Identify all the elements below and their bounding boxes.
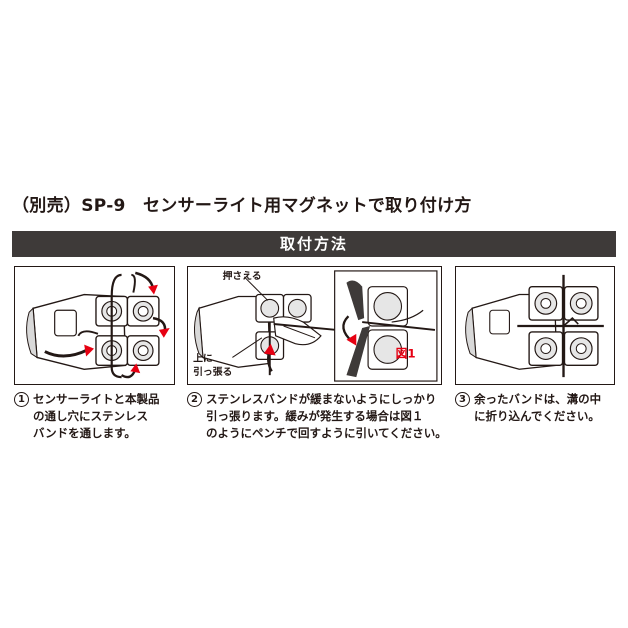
- step-number-badge: 1: [14, 392, 29, 407]
- step3-diagram: [465, 274, 604, 378]
- press-label: 押さえる: [223, 269, 262, 282]
- step-text-line: 余ったバンドは、溝の中: [474, 392, 602, 406]
- step-text-line: に折り込んでください。: [474, 409, 600, 423]
- pull-label-line2: 引っ張る: [193, 365, 232, 378]
- page-title: （別売）SP-9 センサーライト用マグネットで取り付け方: [12, 196, 472, 216]
- step-number-badge: 3: [455, 392, 470, 407]
- pull-label-line1: 上に: [193, 351, 213, 364]
- step-text-line: 引っ張ります。緩みが発生する場合は図１: [206, 409, 424, 423]
- step-text-line: ステンレスバンドが緩まないようにしっかり: [206, 392, 437, 406]
- step1-illustration: [14, 266, 175, 385]
- section-header-label: 取付方法: [279, 235, 348, 253]
- step2-illustration: 押さえる 上に 引っ張る 図1: [187, 266, 442, 385]
- step-text-line: の通し穴にステンレス: [33, 409, 148, 423]
- step2-diagram: 押さえる 上に 引っ張る 図1: [193, 269, 438, 382]
- step-text-line: バンドを通します。: [33, 426, 136, 440]
- section-header: 取付方法: [12, 231, 616, 257]
- figure-label: 図1: [396, 346, 416, 360]
- step3-illustration: [455, 266, 615, 385]
- step-text-line: のようにペンチで回すように引いてください。: [206, 426, 447, 440]
- step-number-badge: 2: [187, 392, 202, 407]
- step-text-line: センサーライトと本製品: [33, 392, 160, 406]
- step1-diagram: [26, 271, 170, 379]
